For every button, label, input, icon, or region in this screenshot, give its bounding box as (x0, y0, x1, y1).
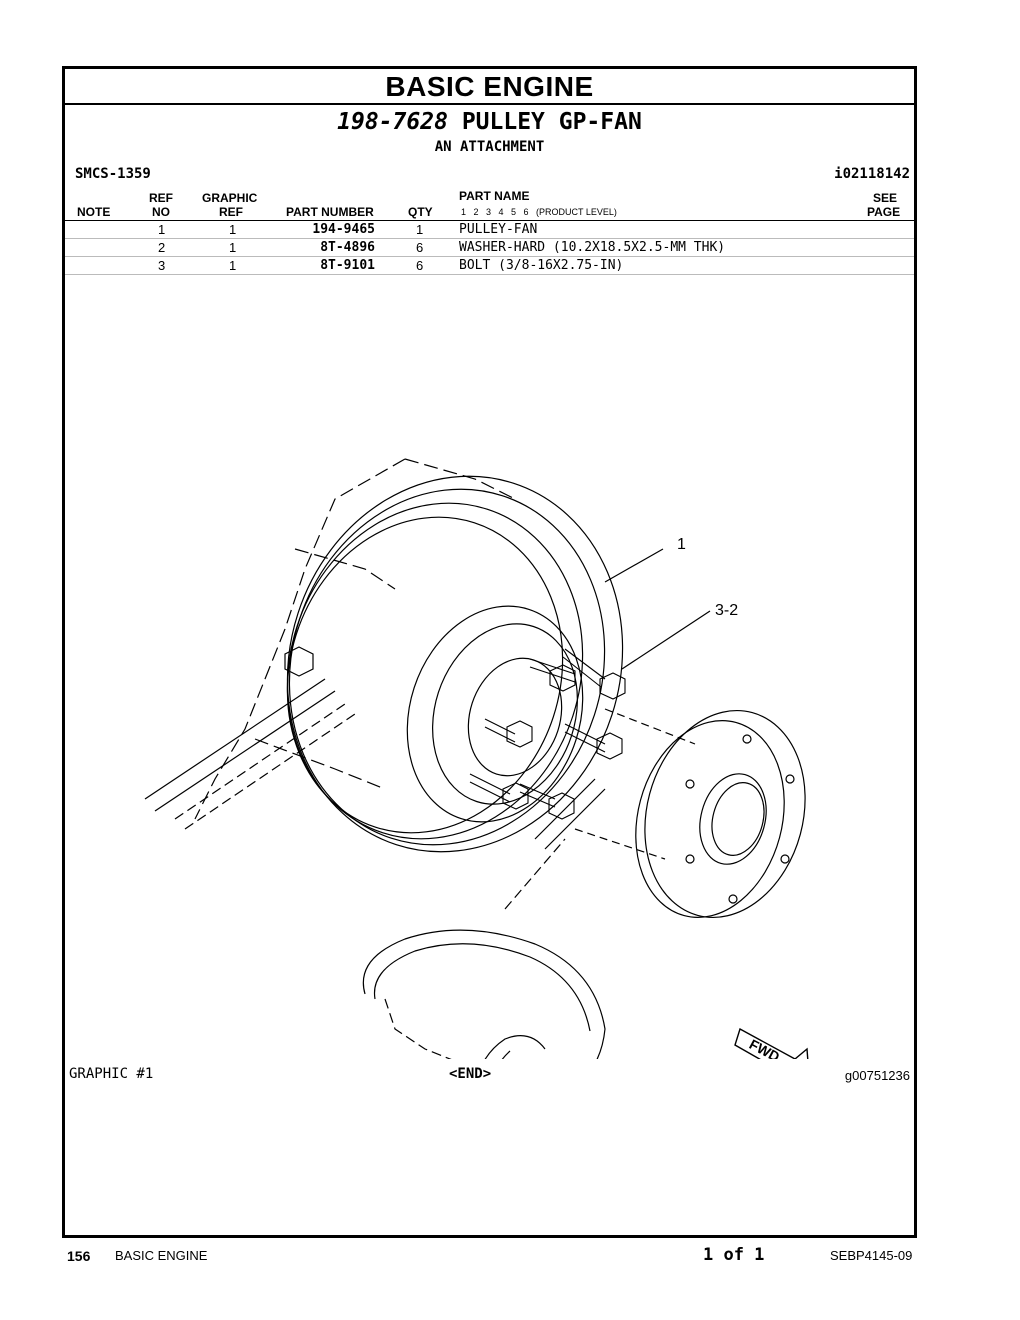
row-ref: 2 (158, 240, 166, 255)
fwd-arrow-icon: FWD (734, 1027, 809, 1059)
header-graphic-bottom: REF (219, 205, 243, 219)
section-title: BASIC ENGINE (65, 69, 914, 105)
row-ref: 3 (158, 258, 166, 273)
footer-page-of: 1 of 1 (703, 1245, 765, 1265)
header-qty: QTY (408, 205, 433, 219)
table-row: 3 1 8T-9101 6 BOLT (3/8-16X2.75-IN) (65, 257, 914, 275)
row-graphic-ref: 1 (229, 222, 237, 237)
row-part-name: BOLT (3/8-16X2.75-IN) (459, 258, 624, 273)
table-row: 1 1 194-9465 1 PULLEY-FAN (65, 221, 914, 239)
row-qty: 6 (416, 240, 424, 255)
row-part-name: WASHER-HARD (10.2X18.5X2.5-MM THK) (459, 240, 726, 255)
table-header: NOTE REF NO GRAPHIC REF PART NUMBER QTY … (65, 188, 914, 221)
end-marker: <END> (449, 1066, 492, 1082)
header-part-name: PART NAME (459, 189, 530, 203)
header-note: NOTE (77, 205, 111, 219)
header-ref-bottom: NO (152, 205, 170, 219)
group-part-number: 198-7628 (337, 109, 448, 135)
row-graphic-ref: 1 (229, 258, 237, 273)
header-part-number: PART NUMBER (286, 205, 374, 219)
callout-1: 1 (677, 536, 686, 553)
row-part-number: 8T-4896 (320, 240, 375, 255)
smcs-code: SMCS-1359 (75, 166, 151, 182)
group-name: PULLEY GP-FAN (461, 109, 642, 135)
pulley-illustration: 1 3-2 FWD (144, 458, 809, 1059)
row-graphic-ref: 1 (229, 240, 237, 255)
row-ref: 1 (158, 222, 166, 237)
callout-3-2: 3-2 (715, 602, 738, 619)
row-part-name: PULLEY-FAN (459, 222, 538, 237)
row-qty: 6 (416, 258, 424, 273)
header-ref-top: REF (149, 191, 173, 205)
header-product-levels: 1 2 3 4 5 6 (PRODUCT LEVEL) (461, 207, 617, 217)
document-ident: i02118142 (834, 166, 910, 182)
graphic-label: GRAPHIC #1 (69, 1066, 154, 1082)
header-see-bottom: PAGE (867, 205, 901, 219)
group-title: 198-7628 PULLEY GP-FAN (65, 109, 914, 135)
page-frame: BASIC ENGINE 198-7628 PULLEY GP-FAN AN A… (62, 66, 917, 1238)
row-part-number: 194-9465 (312, 222, 375, 237)
graphic-number: g00751236 (844, 1068, 910, 1083)
footer-section: BASIC ENGINE (115, 1248, 208, 1263)
group-subtitle: AN ATTACHMENT (434, 139, 545, 155)
row-part-number: 8T-9101 (320, 258, 375, 273)
header-see-top: SEE (873, 191, 898, 205)
footer-doc-number: SEBP4145-09 (830, 1248, 913, 1263)
footer-page-number: 156 (67, 1248, 91, 1264)
table-row: 2 1 8T-4896 6 WASHER-HARD (10.2X18.5X2.5… (65, 239, 914, 257)
row-qty: 1 (416, 222, 424, 237)
header-graphic-top: GRAPHIC (202, 191, 258, 205)
